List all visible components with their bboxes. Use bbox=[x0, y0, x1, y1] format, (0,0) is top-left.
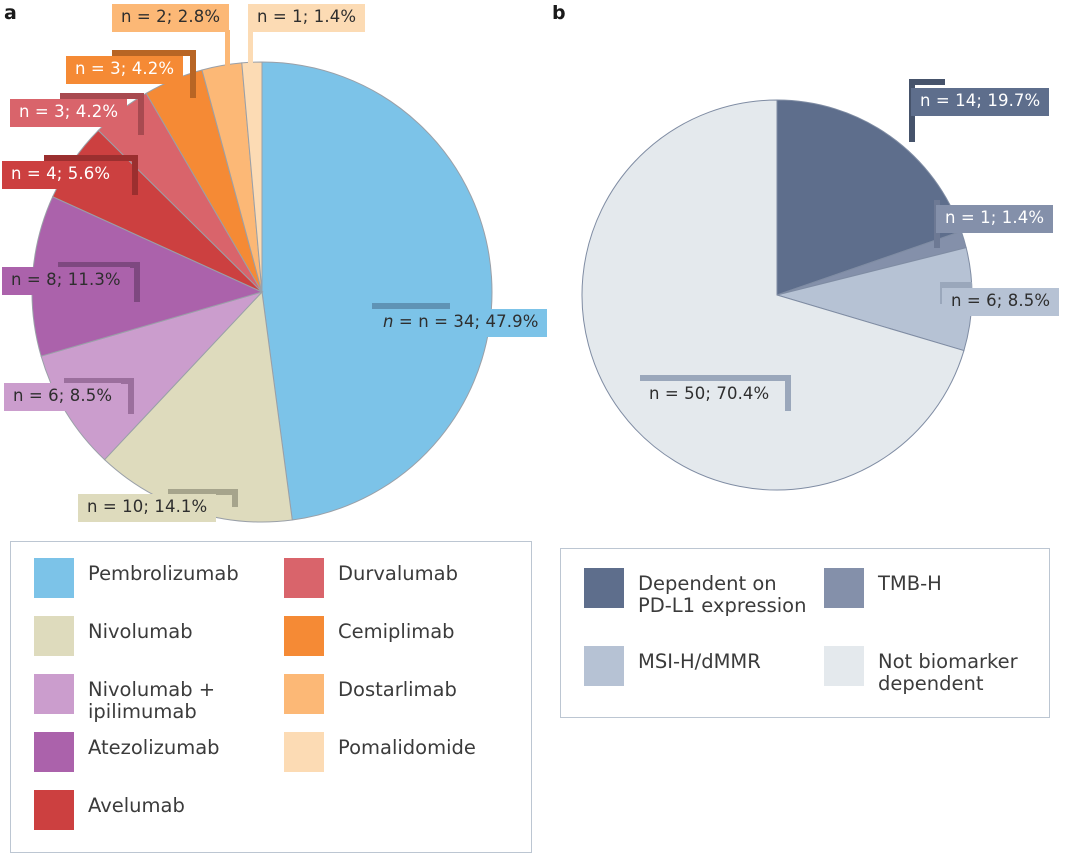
label-msi-h-dmmr: n = 6; 8.5% bbox=[942, 288, 1060, 316]
legend-b-swatch bbox=[824, 568, 864, 608]
label-pomalidomide: n = 1; 1.4% bbox=[248, 4, 366, 32]
legend-a-item[interactable]: Durvalumab bbox=[284, 558, 512, 616]
legend-a-item[interactable]: Cemiplimab bbox=[284, 616, 512, 674]
leader-nivoipi-h bbox=[64, 378, 134, 384]
label-durvalumab: n = 3; 4.2% bbox=[10, 99, 128, 127]
legend-b-grid: Dependent on PD-L1 expression TMB-H MSI-H/… bbox=[584, 568, 1034, 724]
label-nivolumab: n = 10; 14.1% bbox=[78, 494, 217, 522]
legend-a-label: Nivolumab + ipilimumab bbox=[88, 678, 216, 724]
legend-a-label: Pomalidomide bbox=[338, 736, 476, 759]
legend-a-label: Nivolumab bbox=[88, 620, 193, 643]
legend-b-item[interactable]: MSI-H/dMMR bbox=[584, 646, 824, 724]
legend-b-item[interactable]: Not biomarker dependent bbox=[824, 646, 1034, 724]
legend-a bbox=[10, 541, 532, 853]
label-atezolizumab-text: n = 8; 11.3% bbox=[11, 270, 121, 289]
panel-a-letter: a bbox=[4, 2, 17, 24]
legend-b-label: Not biomarker dependent bbox=[878, 650, 1018, 696]
label-pomalidomide-text: n = 1; 1.4% bbox=[257, 7, 357, 26]
label-durvalumab-text: n = 3; 4.2% bbox=[19, 102, 119, 121]
label-pdl1-dependent: n = 14; 19.7% bbox=[911, 88, 1050, 116]
label-pembrolizumab-text: n = 34; 47.9% bbox=[418, 312, 539, 331]
label-cemiplimab: n = 3; 4.2% bbox=[66, 56, 184, 84]
label-atezolizumab: n = 8; 11.3% bbox=[2, 267, 130, 295]
legend-a-swatch bbox=[34, 616, 74, 656]
leader-notbio-h bbox=[640, 375, 791, 381]
legend-a-swatch bbox=[34, 790, 74, 830]
legend-a-label: Durvalumab bbox=[338, 562, 458, 585]
legend-b-swatch bbox=[824, 646, 864, 686]
leader-msi-h bbox=[940, 282, 972, 288]
leader-notbio-v bbox=[785, 375, 791, 411]
pie-chart-b bbox=[581, 99, 973, 491]
pie-slice-nivolumab-ipilimumab bbox=[40, 291, 264, 461]
legend-a-item[interactable]: Dostarlimab bbox=[284, 674, 512, 732]
legend-a-swatch bbox=[284, 616, 324, 656]
legend-a-label: Cemiplimab bbox=[338, 620, 455, 643]
legend-b-label: TMB-H bbox=[878, 572, 942, 595]
legend-a-item[interactable]: Pembrolizumab bbox=[34, 558, 284, 616]
legend-a-item[interactable]: Avelumab bbox=[34, 790, 284, 848]
label-dostarlimab: n = 2; 2.8% bbox=[112, 4, 230, 32]
leader-pembrolizumab bbox=[372, 303, 450, 309]
label-nivo-ipi-text: n = 6; 8.5% bbox=[13, 386, 113, 405]
pie-slice-pembrolizumab bbox=[261, 61, 493, 521]
legend-b-label: Dependent on PD-L1 expression bbox=[638, 572, 807, 618]
leader-durvalumab-h bbox=[60, 93, 144, 99]
legend-a-swatch bbox=[284, 732, 324, 772]
label-nivolumab-text: n = 10; 14.1% bbox=[87, 497, 208, 516]
leader-nivolumab bbox=[232, 489, 238, 507]
legend-a-swatch bbox=[34, 674, 74, 714]
legend-a-swatch bbox=[34, 732, 74, 772]
legend-a-item[interactable]: Nivolumab + ipilimumab bbox=[34, 674, 284, 732]
label-avelumab: n = 4; 5.6% bbox=[2, 161, 120, 189]
legend-b bbox=[560, 548, 1050, 718]
label-not-biomarker-dependent: n = 50; 70.4% bbox=[640, 381, 779, 409]
leader-nivoipi-v bbox=[128, 378, 134, 414]
label-dostarlimab-text: n = 2; 2.8% bbox=[121, 7, 221, 26]
legend-b-item[interactable]: Dependent on PD-L1 expression bbox=[584, 568, 824, 646]
legend-a-label: Dostarlimab bbox=[338, 678, 457, 701]
leader-avelumab-v bbox=[132, 155, 138, 195]
leader-atezolizumab-v bbox=[134, 262, 140, 302]
legend-a-swatch bbox=[284, 558, 324, 598]
label-tmbh-text: n = 1; 1.4% bbox=[945, 208, 1045, 227]
label-pdl1-text: n = 14; 19.7% bbox=[920, 91, 1041, 110]
legend-a-item[interactable]: Nivolumab bbox=[34, 616, 284, 674]
legend-a-label: Pembrolizumab bbox=[88, 562, 239, 585]
label-pembrolizumab: n = n = 34; 47.9% bbox=[374, 309, 548, 337]
leader-pomalidomide bbox=[248, 30, 253, 88]
panel-a: a n = n = 34; 47.9% n = 10; 14.1% n = 6;… bbox=[2, 2, 548, 853]
leader-pdl1-h bbox=[909, 79, 945, 85]
leader-durvalumab-v bbox=[138, 93, 144, 135]
label-msi-text: n = 6; 8.5% bbox=[951, 291, 1051, 310]
legend-b-swatch bbox=[584, 646, 624, 686]
leader-atezolizumab-h bbox=[58, 262, 140, 268]
label-nivolumab-ipilimumab: n = 6; 8.5% bbox=[4, 383, 122, 411]
legend-a-swatch bbox=[34, 558, 74, 598]
legend-b-label: MSI-H/dMMR bbox=[638, 650, 761, 673]
label-cemiplimab-text: n = 3; 4.2% bbox=[75, 59, 175, 78]
legend-b-item[interactable]: TMB-H bbox=[824, 568, 1034, 646]
panel-b-letter: b bbox=[552, 2, 566, 24]
legend-b-swatch bbox=[584, 568, 624, 608]
label-notbio-text: n = 50; 70.4% bbox=[649, 384, 770, 403]
legend-a-swatch bbox=[284, 674, 324, 714]
panel-b: b n = 14; 19.7% n = 1; 1.4% n = 6; 8.5% … bbox=[540, 0, 1080, 864]
label-avelumab-text: n = 4; 5.6% bbox=[11, 164, 111, 183]
leader-cemiplimab-v bbox=[190, 50, 196, 98]
leader-cemiplimab-h bbox=[112, 50, 196, 56]
leader-nivolumab-h bbox=[168, 489, 238, 495]
legend-a-label: Atezolizumab bbox=[88, 736, 220, 759]
label-tmb-h: n = 1; 1.4% bbox=[936, 205, 1054, 233]
leader-dostarlimab bbox=[225, 30, 230, 88]
leader-avelumab-h bbox=[44, 155, 138, 161]
legend-a-item[interactable]: Atezolizumab bbox=[34, 732, 284, 790]
legend-a-label: Avelumab bbox=[88, 794, 185, 817]
legend-a-item[interactable]: Pomalidomide bbox=[284, 732, 512, 790]
